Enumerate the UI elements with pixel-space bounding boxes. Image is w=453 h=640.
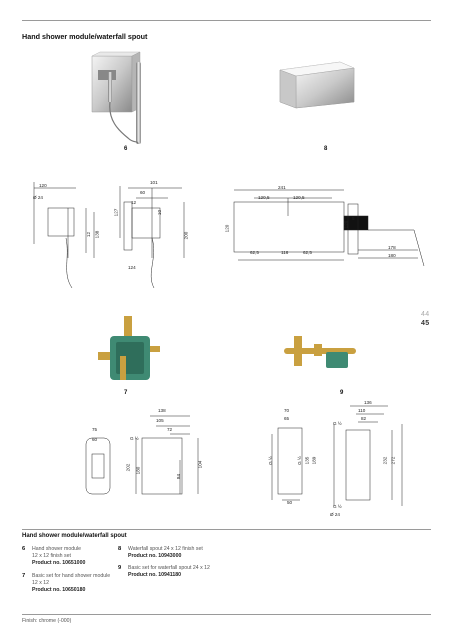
dim-g12b: G ½ <box>296 456 302 465</box>
top-rule <box>22 20 431 21</box>
dim-105: 105 <box>156 418 164 423</box>
dim-178: 178 <box>388 245 396 250</box>
dim-5: 5 <box>352 216 355 221</box>
dim-120v2: 120 <box>343 220 349 229</box>
dim-241: 241 <box>278 185 286 190</box>
dim-60: 60 <box>92 437 98 442</box>
item-number: 6 <box>22 546 26 552</box>
section-rule <box>22 529 431 530</box>
dim-116: 116 <box>281 250 289 255</box>
item-product-number: Product no. 10941180 <box>128 571 182 578</box>
dim-135: 135 <box>304 456 310 465</box>
footer-rule <box>22 614 431 615</box>
basic-set-waterfall-photo <box>284 336 356 368</box>
dim-10: 10 <box>157 209 163 216</box>
dim-272: 272 <box>390 456 396 465</box>
item-line1: Basic set for hand shower module <box>32 573 111 579</box>
dim-72: 72 <box>167 427 173 432</box>
product-item-9: 9 Basic set for waterfall spout 24 x 12 … <box>118 565 248 579</box>
technical-drawing-9 <box>271 405 403 506</box>
technical-drawing-7 <box>85 415 199 495</box>
item-line1: Hand shower module <box>32 546 82 552</box>
dim-1205b: 120,5 <box>293 195 305 200</box>
dim-232: 232 <box>382 456 388 465</box>
dim-136: 136 <box>364 400 372 405</box>
item-product-number: Product no. 10651000 <box>32 559 86 566</box>
item-line1: Basic set for waterfall spout 24 x 12 <box>128 565 210 571</box>
dim-12b: 12 <box>131 200 137 205</box>
dim-180: 180 <box>388 253 396 258</box>
technical-drawing-8 <box>233 189 425 267</box>
dim-124: 124 <box>128 265 136 270</box>
item-number: 7 <box>22 573 26 579</box>
item-line2: 12 x 12 finish set <box>32 552 71 559</box>
dim-1205a: 120,5 <box>258 195 270 200</box>
dim-138: 138 <box>158 408 166 413</box>
dim-104: 104 <box>197 460 203 469</box>
dim-65: 65 <box>284 416 290 421</box>
technical-drawing-6 <box>33 182 185 289</box>
dim-625a: 62,5 <box>250 250 259 255</box>
dim-101: 101 <box>150 180 158 185</box>
dim-84: 84 <box>176 473 182 480</box>
dim-82: 82 <box>361 416 367 421</box>
product-item-6: 6 Hand shower module 12 x 12 finish set … <box>22 546 122 566</box>
basic-set-hand-shower-photo <box>98 316 160 380</box>
photo-label-6: 6 <box>124 146 128 152</box>
dim-g12: G ½ <box>130 436 139 441</box>
item-product-number: Product no. 10943000 <box>128 552 182 559</box>
dim-120v: 120 <box>224 224 230 233</box>
dim-60: 60 <box>140 190 146 195</box>
finish-note: Finish: chrome (-000) <box>22 618 72 624</box>
dim-g12a: G ½ <box>267 456 273 465</box>
dim-12: 12 <box>86 231 92 238</box>
dim-70: 70 <box>284 408 290 413</box>
page-title: Hand shower module/waterfall spout <box>22 32 148 41</box>
dim-110: 110 <box>358 408 366 413</box>
photo-label-8: 8 <box>324 146 328 152</box>
dim-d24: Ø 24 <box>33 195 43 200</box>
dim-g12c: G ½ <box>333 421 342 426</box>
waterfall-spout-photo <box>279 61 355 109</box>
dim-75: 75 <box>92 427 98 432</box>
dim-180: 180 <box>135 466 141 475</box>
hand-shower-module-photo <box>91 51 141 145</box>
dim-138: 138 <box>94 230 100 239</box>
dim-200: 200 <box>183 231 189 240</box>
dim-g12d: G ½ <box>333 504 342 509</box>
product-item-7: 7 Basic set for hand shower module 12 x … <box>22 573 122 593</box>
dim-127: 127 <box>113 208 119 217</box>
photo-label-7: 7 <box>124 390 128 396</box>
section-title: Hand shower module/waterfall spout <box>22 533 127 539</box>
item-line2: 12 x 12 <box>32 579 50 586</box>
item-line1: Waterfall spout 24 x 12 finish set <box>128 546 203 552</box>
item-number: 9 <box>118 565 122 571</box>
dim-625b: 62,5 <box>303 250 312 255</box>
dim-50: 50 <box>287 500 293 505</box>
dim-202: 202 <box>125 463 131 472</box>
page-number-44: 44 <box>421 311 430 318</box>
product-item-8: 8 Waterfall spout 24 x 12 finish set Pro… <box>118 546 248 560</box>
dim-d24: Ø 24 <box>330 512 340 517</box>
dim-189: 189 <box>311 456 317 465</box>
photo-label-9: 9 <box>340 390 344 396</box>
item-product-number: Product no. 10650180 <box>32 586 86 593</box>
dim-120: 120 <box>39 183 47 188</box>
item-number: 8 <box>118 546 122 552</box>
page-number-45: 45 <box>421 320 430 327</box>
